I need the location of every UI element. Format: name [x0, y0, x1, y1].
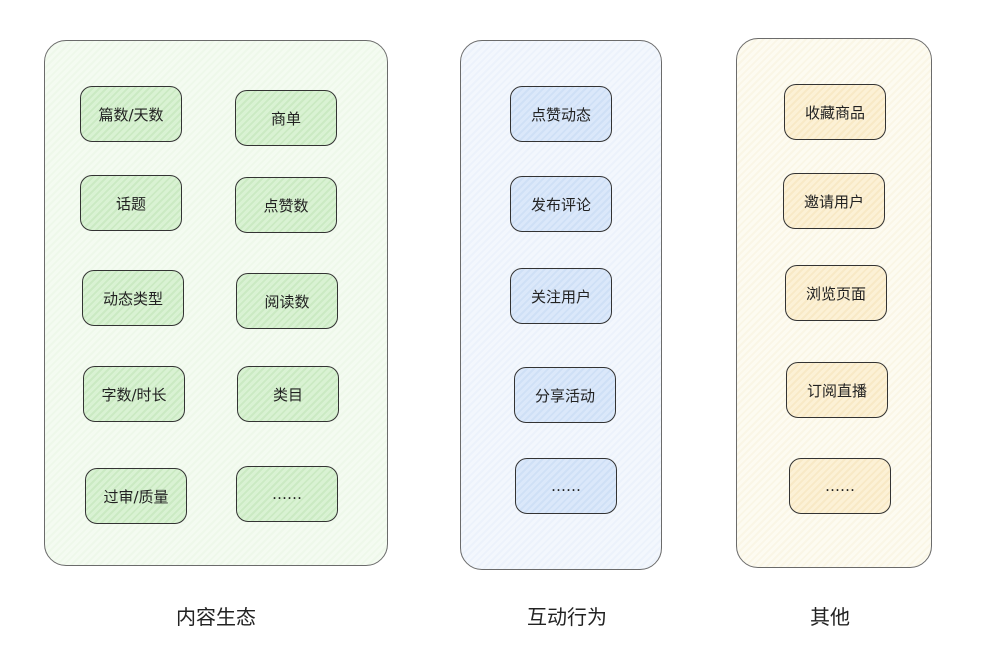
node-favorite-product: 收藏商品	[784, 84, 886, 140]
node-follow-user: 关注用户	[510, 268, 612, 324]
node-articles-days: 篇数/天数	[80, 86, 182, 142]
node-more-content: ……	[236, 466, 338, 522]
node-subscribe-live: 订阅直播	[786, 362, 888, 418]
node-post-type: 动态类型	[82, 270, 184, 326]
node-read-count: 阅读数	[236, 273, 338, 329]
node-like-count: 点赞数	[235, 177, 337, 233]
node-review-quality: 过审/质量	[85, 468, 187, 524]
node-more-interaction: ……	[515, 458, 617, 514]
node-post-comment: 发布评论	[510, 176, 612, 232]
node-commercial-orders: 商单	[235, 90, 337, 146]
node-category: 类目	[237, 366, 339, 422]
node-word-count-duration: 字数/时长	[83, 366, 185, 422]
node-like-post: 点赞动态	[510, 86, 612, 142]
node-invite-user: 邀请用户	[783, 173, 885, 229]
caption-content-ecosystem: 内容生态	[176, 605, 256, 629]
node-browse-page: 浏览页面	[785, 265, 887, 321]
node-more-other: ……	[789, 458, 891, 514]
node-share-activity: 分享活动	[514, 367, 616, 423]
caption-other: 其他	[810, 605, 850, 629]
caption-interaction-behavior: 互动行为	[527, 605, 607, 629]
node-topics: 话题	[80, 175, 182, 231]
